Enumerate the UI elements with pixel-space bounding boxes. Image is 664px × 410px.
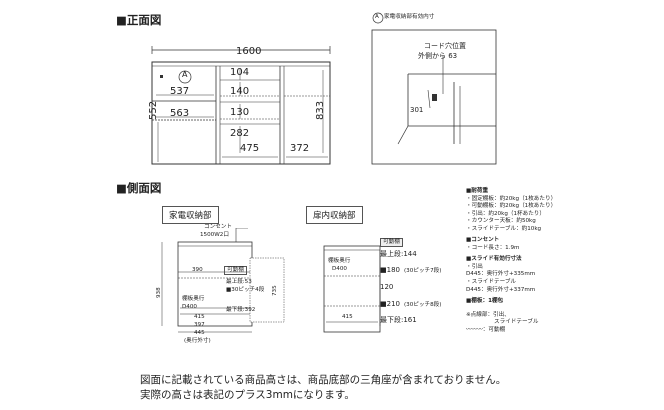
outlet-label-1: コンセント	[204, 224, 232, 230]
width-1600-label: 1600	[236, 46, 262, 57]
outer-depth-note: (奥行外寸)	[184, 338, 211, 344]
note-group-4: ※点線部：引出、 スライドテーブル 〰〰〰：可動棚	[466, 311, 539, 333]
dim-938: 938	[156, 287, 162, 298]
door-upper: 最上段:144	[380, 250, 417, 258]
detail-a-title: 家電収納部有効内寸	[384, 14, 435, 20]
appliance-lower: 最下段:392	[226, 307, 256, 313]
appliance-side-outline	[177, 241, 253, 327]
dim-104: 104	[230, 67, 250, 78]
appliance-shelf-tag: 可動棚	[224, 266, 247, 276]
dim-282: 282	[230, 128, 250, 139]
front-view-drawing	[151, 46, 331, 165]
door-side-outline	[323, 245, 381, 333]
note-group-0: ■耐荷重 ・固定棚板：約20kg（1枚あたり） ・可動棚板：約20kg（1枚あた…	[466, 188, 557, 232]
footer-line-1: 図面に記載されている商品高さは、商品底部の三角座が含まれておりません。	[140, 374, 507, 386]
dim-415-door: 415	[342, 314, 353, 320]
notes-panel: ■耐荷重 ・固定棚板：約20kg（1枚あたり） ・可動棚板：約20kg（1枚あた…	[466, 184, 661, 334]
appliance-depth-1: 棚板奥行	[182, 296, 205, 302]
dim-130: 130	[230, 107, 250, 118]
door-lower: 最下段:161	[380, 316, 417, 324]
door-depth-2: D400	[332, 266, 347, 272]
dim-140: 140	[230, 86, 250, 97]
outlet-label-2: 1500W2口	[200, 232, 229, 238]
dim-475: 475	[240, 143, 260, 154]
door-210: ■210	[380, 300, 400, 308]
note-group-1: ■コンセント ・コード長さ：1.9m	[466, 237, 520, 251]
door-120: 120	[380, 283, 394, 291]
dim-735: 735	[272, 285, 278, 296]
dim-301: 301	[410, 106, 424, 114]
door-storage-label: 扉内収納部	[306, 206, 363, 224]
door-side-drawing	[323, 245, 381, 333]
dim-372: 372	[290, 143, 310, 154]
door-depth-1: 棚板奥行	[328, 258, 351, 264]
front-view-heading: ■正面図	[116, 13, 162, 27]
appliance-side-drawing	[161, 228, 285, 333]
dim-833: 833	[315, 100, 326, 120]
marker-a-circle	[178, 70, 192, 84]
detail-a-drawing	[371, 12, 497, 165]
front-circle-a-letter: A	[182, 70, 188, 79]
note-group-2: ■スライド有効行寸法 ・引出 D445：奥行外寸+335mm ・スライドテーブル…	[466, 256, 536, 293]
door-210-pitch: (30ピッチ8段)	[404, 302, 442, 308]
side-view-heading: ■側面図	[116, 181, 162, 195]
dim-563: 563	[170, 108, 190, 119]
appliance-pitch: ■30ピッチ4段	[226, 287, 265, 293]
appliance-depth-2: D400	[182, 304, 197, 310]
door-180-pitch: (30ピッチ7段)	[404, 268, 442, 274]
dim-537: 537	[170, 86, 190, 97]
footer-line-2: 実際の高さは表記のプラス3mmになります。	[140, 389, 355, 402]
dim-445: 445	[194, 330, 205, 336]
dim-552: 552	[148, 100, 159, 120]
cord-hole-label-1: コード穴位置	[424, 42, 466, 50]
footer-note: 図面に記載されている商品高さは、商品底部の三角座が含まれておりません。 実際の高…	[140, 373, 506, 403]
note-group-3: ■棚板：1棚包	[466, 298, 504, 305]
detail-circle-a-letter: A	[375, 14, 379, 20]
cord-hole-label-2: 外側から 63	[418, 52, 458, 60]
door-180: ■180	[380, 266, 400, 274]
dim-397: 397	[194, 322, 205, 328]
appliance-upper: 最上段:53	[226, 279, 252, 285]
dim-390: 390	[192, 267, 203, 273]
appliance-storage-label: 家電収納部	[162, 206, 219, 224]
dim-415-appliance: 415	[194, 314, 205, 320]
door-shelf-tag: 可動棚	[380, 238, 403, 248]
